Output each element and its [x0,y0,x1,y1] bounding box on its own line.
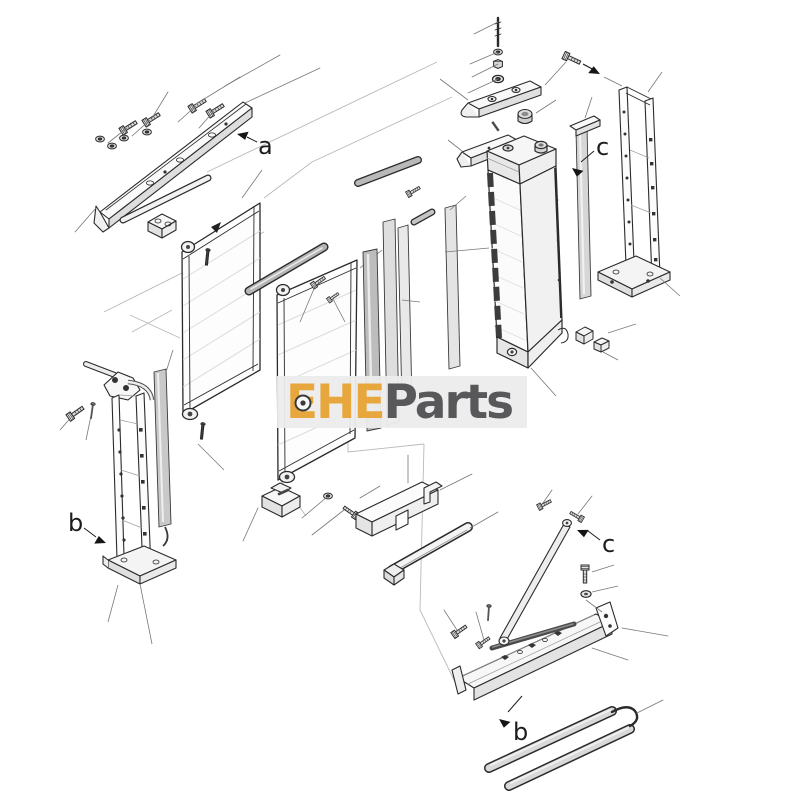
bolt-washer-stack [580,564,619,613]
left-support-post [59,371,177,645]
core-panel-1 [180,169,263,471]
seal-strip-hook [162,526,169,547]
upper-rail [93,101,253,233]
lower-rail [451,601,619,701]
callout-a: a [236,129,273,160]
radiator-cap [517,99,557,125]
spring-clip [557,327,569,344]
callout-c-top: c [569,133,609,178]
callout-c-bottom: c [575,526,615,558]
leader-lines [74,54,321,233]
post-top-bracket [103,371,155,401]
lower-rail-assembly [443,489,669,701]
left-base-plate [102,545,177,585]
right-support-post [569,71,681,298]
watermark-suffix: Parts [384,375,513,430]
radiator-assembly [486,135,563,397]
mount-block-pair [147,213,177,239]
lower-bar [383,511,499,586]
washer [323,492,333,500]
radiator-bottom-tank [496,319,563,369]
clamp-block [242,482,301,542]
rail-end-plate [595,601,619,637]
bottom-seal-strips [484,699,664,791]
hook-clip [610,706,639,728]
leader-lines [299,283,346,323]
callout-b-left: b [68,509,108,547]
watermark: EHEParts [277,375,527,430]
callout-a-label: a [258,132,273,160]
top-fastener-stack [467,16,505,94]
post-bolt-pointer [582,63,623,87]
small-gray-bars [354,156,436,226]
callout-c-bottom-label: c [602,530,615,558]
washer [107,142,117,150]
filler-cap [534,140,548,154]
upper-rod [119,174,212,224]
radiator-core [487,165,563,353]
top-bracket-a [439,61,567,118]
bottom-center-cluster [242,454,499,586]
watermark-band [277,376,527,428]
cross-bar [244,242,329,296]
seal-strip [444,204,461,370]
upper-rail-assembly [74,54,321,380]
callout-b-bottom: b [496,695,528,746]
cushion-blocks [557,323,637,361]
callout-c-top-label: c [596,133,609,161]
washer [95,135,105,143]
watermark-text: EHEParts [286,375,512,430]
top-clip-plate [569,96,601,137]
callout-b-left-label: b [68,509,83,537]
callout-b-bottom-label: b [513,718,528,746]
washer [142,128,152,136]
washer [119,134,129,142]
shroud-box [355,454,473,537]
gear-icon [294,394,312,412]
stay-rod [498,519,572,646]
